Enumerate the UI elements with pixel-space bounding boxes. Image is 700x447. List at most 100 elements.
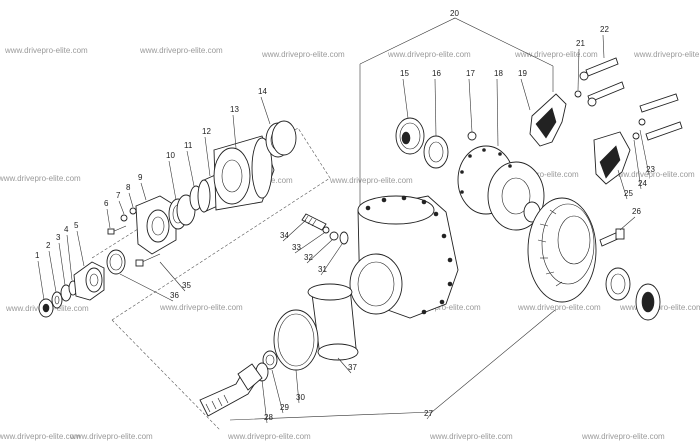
leader-line-18 bbox=[496, 78, 499, 147]
watermark-text: www.drivepro-elite.com bbox=[582, 432, 665, 441]
leader-line-21 bbox=[577, 48, 580, 91]
part-36-washer bbox=[106, 249, 126, 275]
leader-line-19 bbox=[520, 78, 531, 111]
watermark-text: www.drivepro-elite.com bbox=[262, 50, 345, 59]
part-number-label: 15 bbox=[400, 69, 409, 78]
part-number-label: 37 bbox=[348, 363, 357, 372]
leader-line-35 bbox=[159, 261, 186, 292]
leader-line-24 bbox=[633, 139, 642, 190]
part-8-washer bbox=[129, 207, 137, 215]
leader-line-28 bbox=[261, 379, 268, 424]
watermark-text: www.drivepro-elite.com bbox=[620, 303, 700, 312]
leader-line-5 bbox=[76, 230, 85, 267]
watermark-text: www.drivepro-elite.com bbox=[430, 432, 513, 441]
watermark-text: www.drivepro-elite.com bbox=[140, 46, 223, 55]
watermark-text: www.drivepro-elite.com bbox=[228, 432, 311, 441]
leader-line-37 bbox=[337, 357, 352, 374]
part-number-label: 32 bbox=[304, 253, 313, 262]
part-number-label: 20 bbox=[450, 9, 459, 18]
part-number-label: 25 bbox=[624, 189, 633, 198]
part-number-label: 24 bbox=[638, 179, 647, 188]
part-number-label: 28 bbox=[264, 413, 273, 422]
part-number-label: 34 bbox=[280, 231, 289, 240]
part-number-label: 26 bbox=[632, 207, 641, 216]
leader-line-15 bbox=[402, 78, 409, 119]
group-dash-lower bbox=[111, 319, 221, 431]
part-number-label: 14 bbox=[258, 87, 267, 96]
leader-line-16 bbox=[434, 78, 437, 137]
part-16-race bbox=[423, 135, 449, 169]
part-number-label: 12 bbox=[202, 127, 211, 136]
leader-line-6 bbox=[106, 208, 111, 229]
part-side-bearing-outer bbox=[605, 267, 631, 301]
watermark-text: www.drivepro-elite.com bbox=[330, 176, 413, 185]
part-22-bolt-upper bbox=[585, 57, 625, 103]
part-25-bearing-cap-lower bbox=[593, 131, 631, 185]
watermark-text: www.drivepro-elite.com bbox=[70, 432, 153, 441]
part-number-label: 8 bbox=[126, 183, 131, 192]
part-29-bearing bbox=[262, 350, 278, 370]
leader-line-17 bbox=[468, 78, 473, 133]
part-number-label: 9 bbox=[138, 173, 143, 182]
leader-line-34 bbox=[282, 219, 307, 242]
part-14-bearing bbox=[265, 120, 297, 158]
leader-line-25 bbox=[617, 169, 628, 200]
leader-line-9 bbox=[140, 182, 147, 201]
group-bracket-20 bbox=[359, 17, 554, 67]
leader-line-1 bbox=[37, 260, 45, 301]
part-main-carrier bbox=[349, 195, 459, 319]
leader-line-14 bbox=[260, 96, 271, 125]
part-number-label: 30 bbox=[296, 393, 305, 402]
watermark-text: www.drivepro-elite.com bbox=[518, 303, 601, 312]
part-number-label: 18 bbox=[494, 69, 503, 78]
part-19-bearing-cap bbox=[529, 93, 567, 147]
part-33-washer bbox=[322, 226, 330, 234]
leader-line-36 bbox=[119, 273, 174, 302]
part-24-washer-lower bbox=[632, 132, 640, 140]
leader-line-12 bbox=[204, 136, 211, 177]
part-34-stud bbox=[301, 213, 327, 231]
part-30-shim bbox=[273, 309, 319, 371]
part-35-bolt bbox=[135, 253, 161, 267]
watermark-text: www.drivepro-elite.com bbox=[388, 50, 471, 59]
part-number-label: 31 bbox=[318, 265, 327, 274]
part-number-label: 16 bbox=[432, 69, 441, 78]
leader-line-32 bbox=[306, 239, 333, 264]
leader-line-20 bbox=[452, 17, 456, 20]
part-21-washer-upper bbox=[574, 90, 582, 98]
part-37-cover bbox=[307, 283, 359, 361]
part-32-nut bbox=[329, 231, 339, 241]
leader-line-22 bbox=[602, 34, 605, 59]
part-15-bearing bbox=[395, 117, 425, 155]
part-number-label: 33 bbox=[292, 243, 301, 252]
leader-line-7 bbox=[118, 200, 125, 215]
part-number-label: 27 bbox=[424, 409, 433, 418]
watermark-text: www.drivepro-elite.com bbox=[515, 50, 598, 59]
part-number-label: 4 bbox=[64, 225, 69, 234]
watermark-text: www.drivepro-elite.com bbox=[398, 303, 481, 312]
leader-line-2 bbox=[48, 250, 57, 293]
part-ring-gear bbox=[527, 197, 597, 303]
watermark-text: www.drivepro-elite.com bbox=[0, 432, 81, 441]
part-number-label: 10 bbox=[166, 151, 175, 160]
part-5-flange-yoke bbox=[73, 261, 105, 301]
part-number-label: 11 bbox=[184, 141, 193, 150]
part-18-diff-case bbox=[457, 145, 545, 231]
part-13-housing bbox=[213, 135, 275, 211]
leader-line-4 bbox=[66, 234, 73, 281]
part-number-label: 19 bbox=[518, 69, 527, 78]
leader-line-3 bbox=[58, 242, 66, 286]
watermark-text: www.drivepro-elite.com bbox=[0, 174, 81, 183]
part-17-nut bbox=[467, 131, 477, 141]
leader-line-29 bbox=[271, 369, 284, 414]
group-dash-box-35 bbox=[91, 127, 331, 321]
leader-line-23 bbox=[639, 129, 650, 176]
leader-line-8 bbox=[128, 192, 134, 208]
part-9-bearing-cage bbox=[135, 195, 177, 255]
part-side-bearing-cone bbox=[635, 283, 661, 321]
leader-line-31 bbox=[320, 243, 343, 276]
part-pinion-shaft bbox=[199, 363, 263, 417]
leader-line-13 bbox=[232, 114, 237, 149]
